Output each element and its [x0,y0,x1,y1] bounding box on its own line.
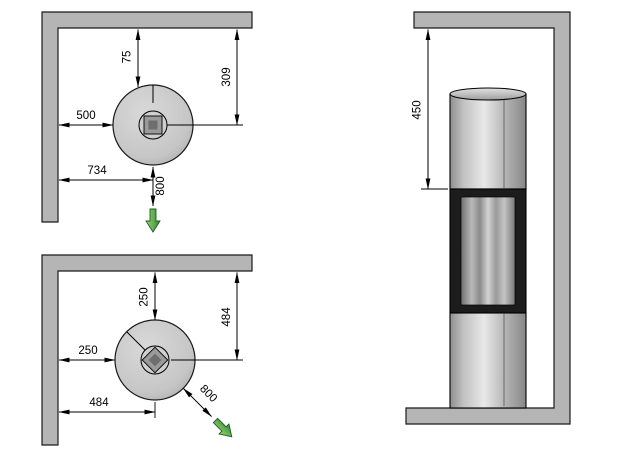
glass-door [460,196,516,306]
dim-value: 75 [122,51,134,64]
dim-value: 734 [87,165,107,177]
dimension-ceiling-clearance: 450 [412,29,448,190]
stove-lower-section [449,312,527,409]
front-direction-arrow [210,415,238,443]
dim-value: 484 [89,397,109,409]
dim-value: 309 [221,67,233,86]
flue-outlet-group [141,346,169,374]
dimension-side-clearance: 500 [58,110,114,128]
dim-value: 500 [76,110,95,122]
corner-wall [41,11,253,223]
dim-value: 484 [221,307,233,327]
dimension-side-center: 484 [58,397,156,418]
stove-side-view [449,87,527,409]
corner-wall [41,254,253,446]
flue-outlet-inner [148,120,158,130]
corner-view-diagonal: 250 484 250 484 800 [41,254,253,446]
dimension-back-clearance: 75 [122,29,141,88]
dim-value: 250 [78,345,97,357]
dim-value: 800 [155,176,167,195]
dimension-front-clearance: 800 [182,383,219,417]
dimension-side-clearance: 250 [58,345,116,363]
stove-upper-section [449,93,527,190]
stove-seam-line [126,331,146,351]
dimension-side-center: 734 [58,165,154,183]
stove-top-view [112,84,194,166]
dimension-back-center: 484 [171,272,243,361]
dimension-back-center: 309 [167,29,243,126]
dim-value: 800 [197,383,219,405]
side-elevation-view: 450 [405,11,571,425]
dim-value: 250 [139,287,151,306]
dimension-back-clearance: 250 [139,272,158,321]
dimension-front-clearance: 800 [150,166,167,207]
front-direction-arrow [145,208,161,233]
dim-value: 450 [412,100,424,119]
flue-outlet-inner [148,353,162,367]
corner-view-straight: 75 309 500 734 800 [41,11,253,233]
stove-top-cap [449,87,527,101]
wall-and-floor [405,11,571,425]
